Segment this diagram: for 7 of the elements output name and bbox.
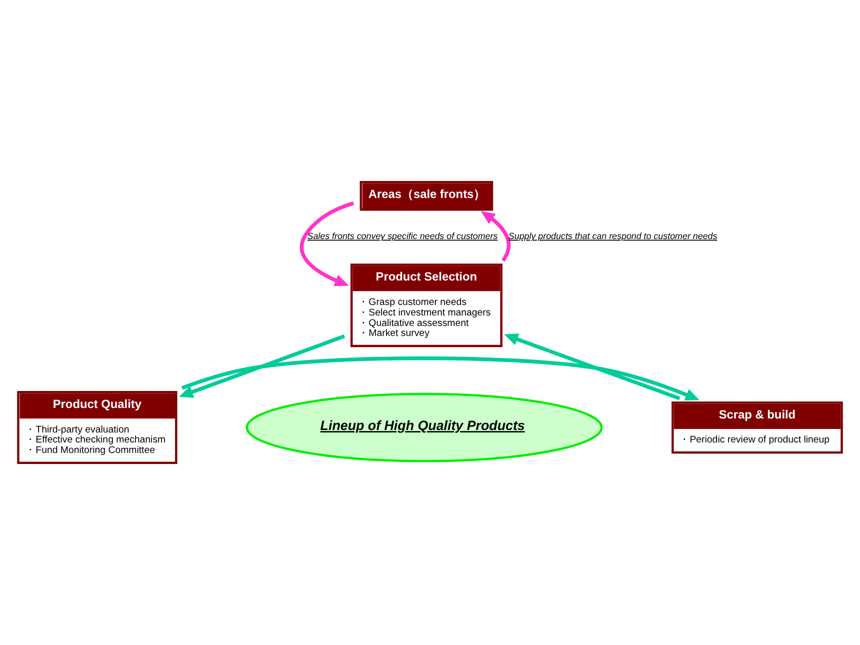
arrow: [181, 356, 700, 400]
edge-label: Supply products that can respond to customer needs: [508, 230, 718, 241]
edge-label: Sales fronts convey specific needs of customers: [307, 230, 498, 241]
arrow: [300, 201, 354, 286]
arrow: [504, 333, 680, 400]
node-ellipse: Lineup of High Quality Products: [246, 392, 603, 462]
arrow: [179, 334, 346, 398]
